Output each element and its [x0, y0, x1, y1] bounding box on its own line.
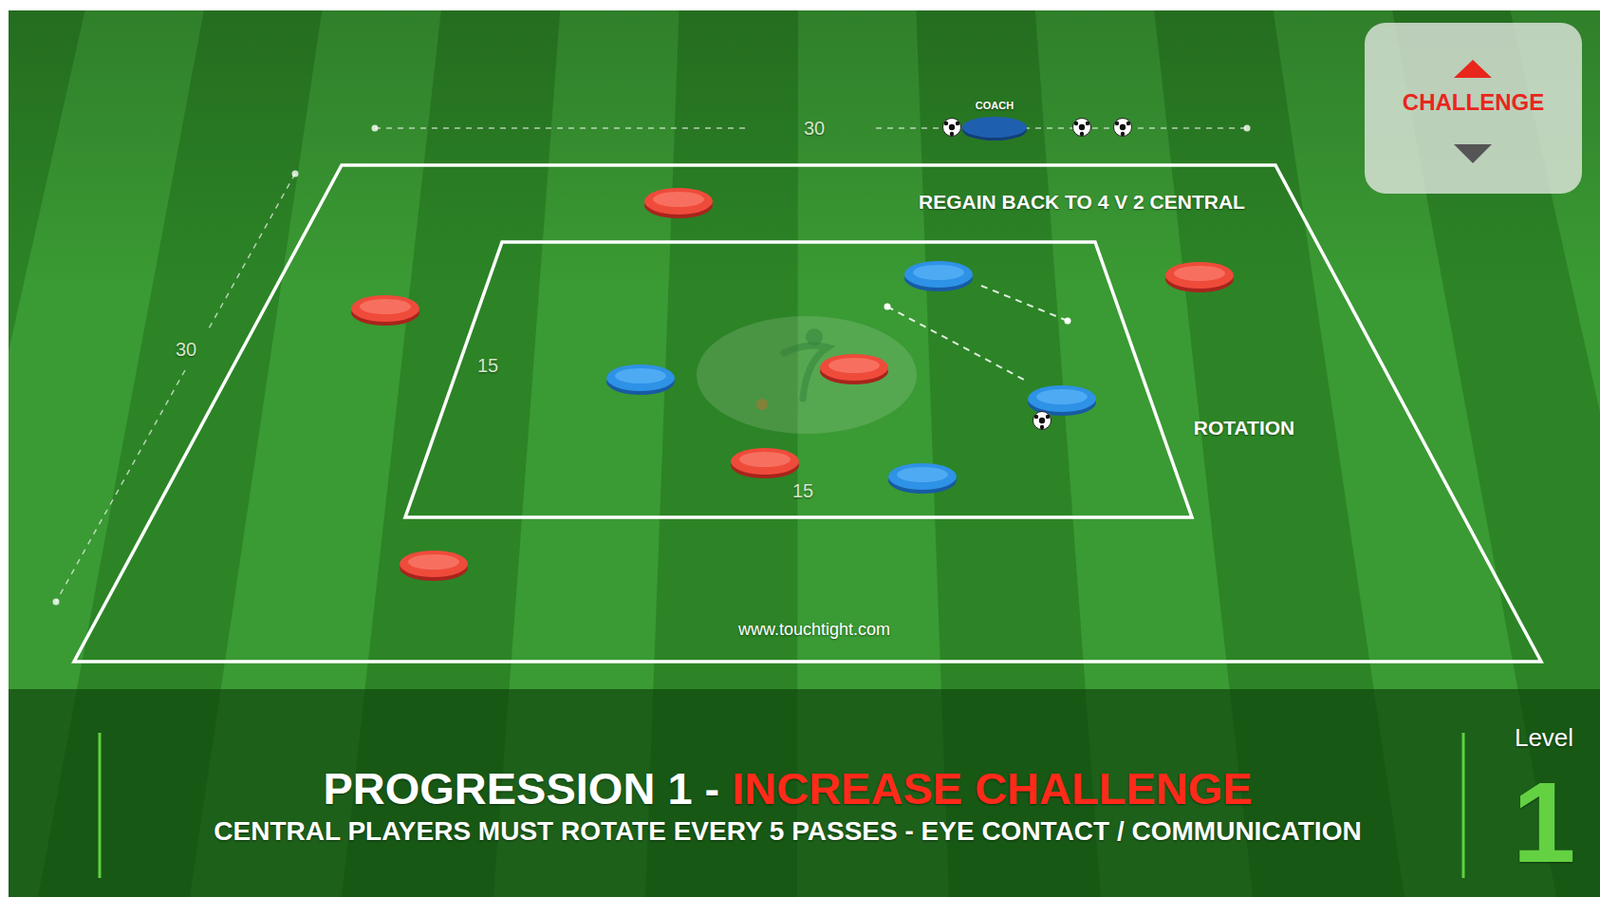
bar-divider [98, 732, 102, 878]
down-arrow [1453, 144, 1492, 164]
dimension-line [207, 173, 296, 331]
dimension-label: 15 [477, 355, 499, 375]
up-arrow [1453, 59, 1492, 78]
blue-marker [1027, 385, 1097, 416]
dimension-label: 15 [792, 481, 814, 501]
dimension-end [1244, 125, 1251, 132]
logo-figure [756, 398, 768, 410]
heading-text: PROGRESSION 1 - [322, 765, 720, 811]
instruction-note: REGAIN BACK TO 4 V 2 CENTRAL [918, 191, 1246, 212]
coach-marker [962, 116, 1027, 138]
instruction-note: ROTATION [1193, 417, 1296, 438]
caption-text: CENTRAL PLAYERS MUST ROTATE EVERY 5 PASS… [213, 818, 1361, 845]
ball [943, 118, 962, 137]
level-number: 1 [1512, 764, 1577, 879]
logo-watermark [696, 316, 917, 434]
line-end [1064, 317, 1072, 325]
challenge-panel: CHALLENGE [1364, 22, 1582, 194]
level-label: Level [1514, 725, 1574, 750]
red-marker [351, 295, 420, 326]
pass-line [887, 306, 1024, 380]
red-marker [399, 550, 468, 581]
heading-highlight: INCREASE CHALLENGE [731, 765, 1252, 811]
frame-edge [0, 0, 1600, 11]
blue-marker [888, 463, 957, 494]
red-marker [819, 353, 889, 385]
movement-line [981, 285, 1068, 321]
dimension-end [372, 125, 379, 132]
ball [1033, 411, 1052, 430]
ball [1073, 118, 1092, 137]
dimension-line [875, 127, 1247, 130]
blue-marker [904, 260, 973, 292]
dimension-label: 30 [175, 339, 197, 359]
challenge-panel-bg [1364, 22, 1582, 194]
coach-label: COACH [975, 100, 1014, 112]
ball [1114, 118, 1133, 137]
panel-text: CHALLENGE [1402, 89, 1545, 116]
dimension-line [374, 127, 750, 130]
dimension-line [55, 370, 186, 602]
dimension-label: 30 [803, 118, 825, 138]
dimension-end [53, 598, 60, 606]
frame-edge [0, 0, 9, 897]
watermark-url: www.touchtight.com [738, 620, 891, 638]
dimension-end [292, 170, 299, 178]
bar-divider [1462, 732, 1466, 878]
inner-grid [405, 241, 1192, 518]
line-end [884, 303, 892, 311]
red-marker [644, 187, 713, 219]
blue-marker [606, 364, 675, 395]
red-marker [730, 447, 800, 479]
outer-grid [74, 165, 1542, 662]
info-bar [0, 688, 1600, 897]
red-marker [1165, 261, 1234, 293]
